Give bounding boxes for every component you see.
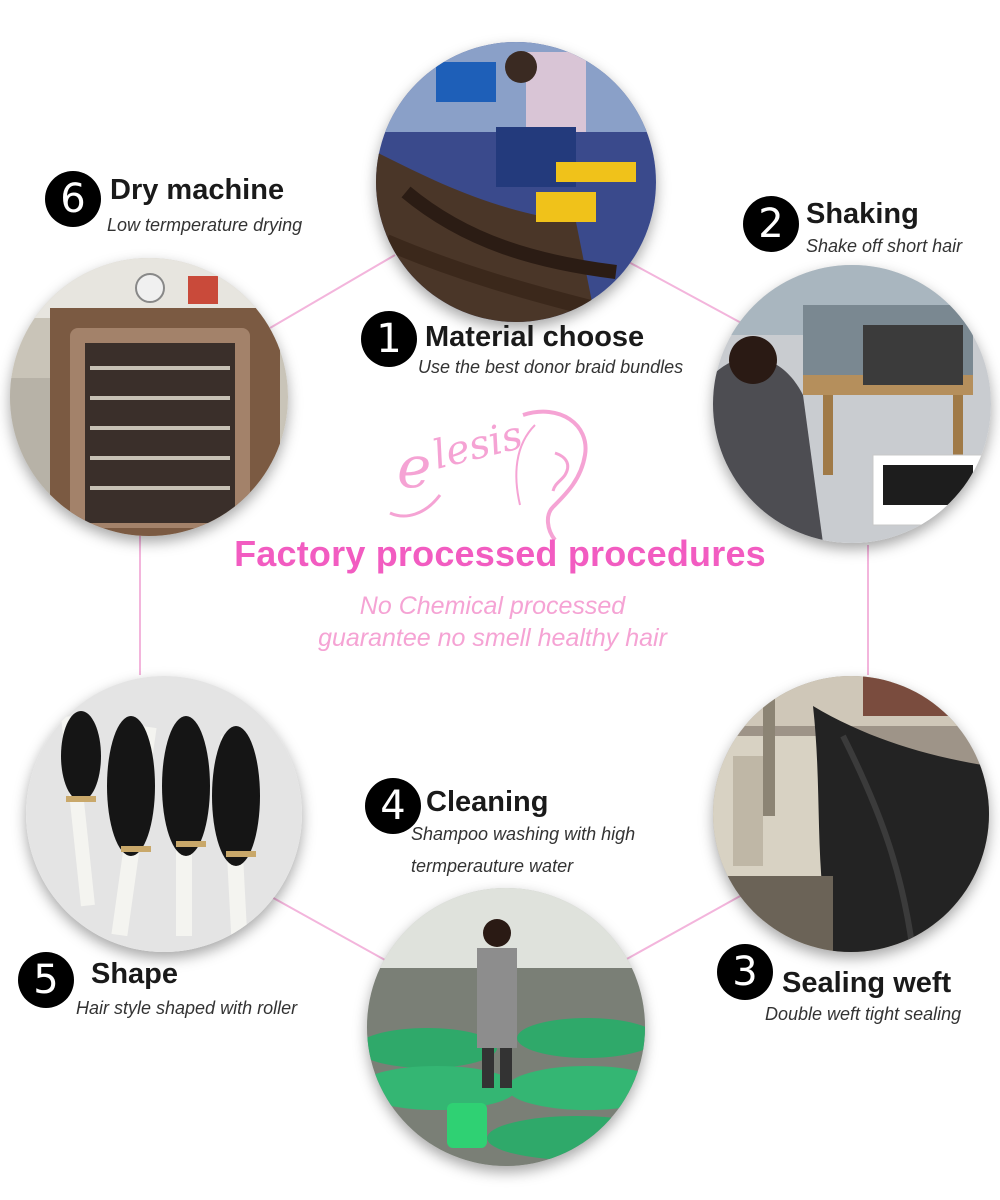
step-4-title: Cleaning: [426, 786, 549, 818]
svg-text:e: e: [397, 433, 431, 501]
subline-no-chemical: No Chemical processed: [359, 592, 626, 620]
step-1-title: Material choose: [425, 321, 645, 353]
photo-shape: [26, 676, 302, 952]
photo-material-choose: [376, 42, 656, 322]
step-1-number-badge: 1: [361, 311, 417, 367]
step-6-title: Dry machine: [110, 174, 285, 206]
step-5-description: Hair style shaped with roller: [76, 998, 298, 1018]
step-4-number-badge: 4: [365, 778, 421, 834]
step-5-number-badge: 5: [18, 952, 74, 1008]
step-3-description: Double weft tight sealing: [765, 1004, 962, 1024]
step-2-number-badge: 2: [743, 196, 799, 252]
photo-shaking: [713, 265, 991, 543]
elesis-logo: e lesis: [389, 409, 588, 542]
photo-sealing-weft: [713, 676, 989, 952]
step-1-description: Use the best donor braid bundles: [418, 357, 684, 377]
headline: Factory processed procedures: [234, 533, 766, 574]
connector-line: [267, 894, 386, 961]
step-4-description-line-2: termperauture water: [411, 856, 574, 876]
step-2-title: Shaking: [806, 198, 919, 230]
step-6-description: Low termperature drying: [107, 215, 303, 235]
step-3-number-badge: 3: [717, 944, 773, 1000]
step-5-title: Shape: [91, 958, 179, 990]
photo-dry-machine: [10, 258, 288, 536]
step-4-description-line-1: Shampoo washing with high: [411, 824, 636, 844]
step-6-number-badge: 6: [45, 171, 101, 227]
photo-cleaning: [367, 888, 645, 1166]
subline-guarantee: guarantee no smell healthy hair: [318, 624, 667, 652]
svg-text:lesis: lesis: [428, 412, 527, 478]
step-2-description: Shake off short hair: [806, 236, 963, 256]
connector-line: [624, 894, 743, 961]
connector-line: [269, 254, 396, 329]
connector-line: [624, 259, 746, 326]
step-3-title: Sealing weft: [782, 967, 952, 999]
